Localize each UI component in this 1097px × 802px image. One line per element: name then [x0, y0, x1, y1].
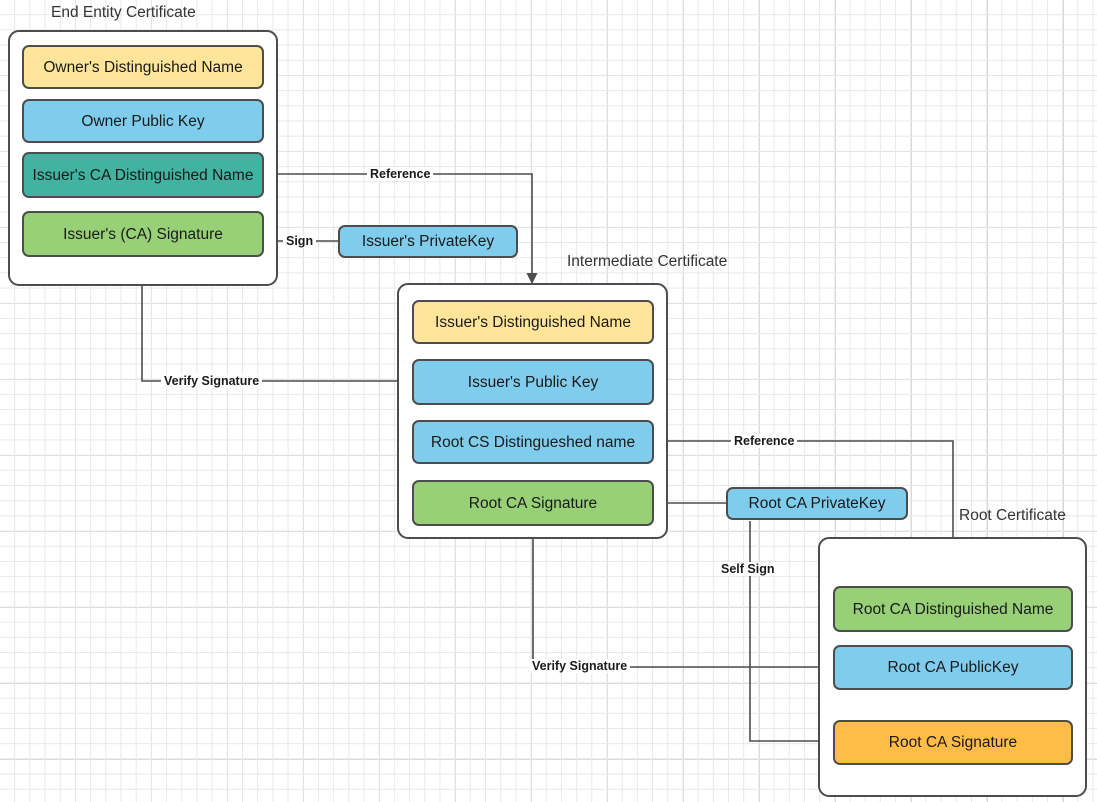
group-title-root: Root Certificate	[959, 507, 1066, 524]
edge-label-sign: Sign	[283, 234, 317, 248]
field-issuer-ca-distinguished-name[interactable]: Issuer's CA Distinguished Name	[22, 152, 264, 198]
field-issuer-ca-signature[interactable]: Issuer's (CA) Signature	[22, 211, 264, 257]
field-owner-public-key[interactable]: Owner Public Key	[22, 99, 264, 143]
edge-label-reference-bottom: Reference	[731, 434, 798, 448]
edge-label-self-sign: Self Sign	[718, 562, 778, 576]
group-title-end-entity: End Entity Certificate	[51, 4, 196, 21]
edge-label-reference-top: Reference	[367, 167, 434, 181]
key-issuer-private[interactable]: Issuer's PrivateKey	[338, 225, 518, 258]
key-root-ca-private[interactable]: Root CA PrivateKey	[726, 487, 908, 520]
field-root-cs-distingueshed-name[interactable]: Root CS Distingueshed name	[412, 420, 654, 464]
edge-label-verify-signature-top: Verify Signature	[161, 374, 263, 388]
field-issuer-public-key[interactable]: Issuer's Public Key	[412, 359, 654, 405]
edge-label-verify-signature-bottom: Verify Signature	[529, 659, 631, 673]
edge-verify-signature-bottom	[527, 526, 833, 668]
field-root-ca-signature[interactable]: Root CA Signature	[833, 720, 1073, 765]
field-root-ca-public-key[interactable]: Root CA PublicKey	[833, 645, 1073, 690]
group-title-intermediate: Intermediate Certificate	[567, 253, 728, 270]
field-issuer-distinguished-name[interactable]: Issuer's Distinguished Name	[412, 300, 654, 344]
field-root-ca-distinguished-name[interactable]: Root CA Distinguished Name	[833, 586, 1073, 632]
field-owner-distinguished-name[interactable]: Owner's Distinguished Name	[22, 45, 264, 89]
field-intermediate-root-ca-signature[interactable]: Root CA Signature	[412, 480, 654, 526]
